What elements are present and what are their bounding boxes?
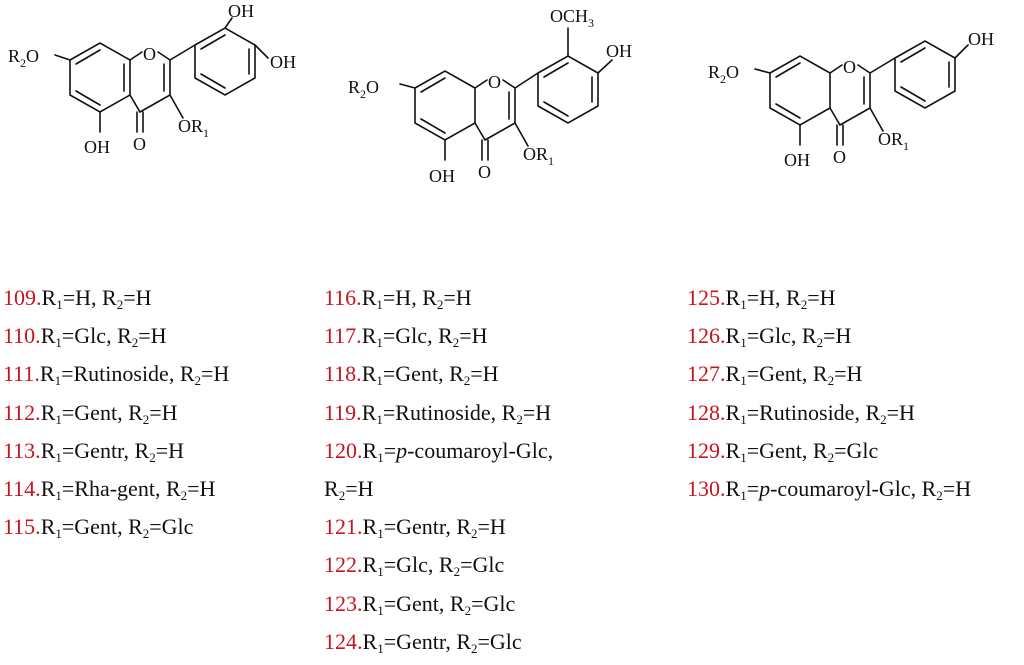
compound-entry: 112.R1=Gent, R2=H	[3, 398, 229, 436]
or1-label: OR1	[523, 144, 554, 168]
compound-entry: 128.R1=Rutinoside, R2=H	[687, 398, 971, 436]
compound-number: 113.	[3, 437, 41, 463]
compound-number: 130.	[687, 475, 726, 501]
r2o-label: R2O	[348, 77, 379, 101]
structure-1: OH OH O O OH R2O OR1	[0, 0, 330, 180]
methoxy-label: OCH3	[550, 6, 594, 30]
compound-substituents: R1=Gentr, R2=Glc	[362, 628, 522, 656]
compound-entry: 114.R1=Rha-gent, R2=H	[3, 474, 229, 512]
compound-number: 114.	[3, 475, 41, 501]
compound-number: 111.	[3, 361, 40, 387]
compound-substituents: R1=Rha-gent, R2=H	[40, 475, 216, 503]
compound-number: 129.	[687, 437, 726, 463]
oh-label: OH	[968, 29, 994, 49]
structure-2: OCH3 OH O O OH R2O OR1	[340, 0, 670, 200]
compound-entry: 120.R1=p-coumaroyl-Glc,	[324, 436, 553, 474]
compound-number: 125.	[687, 285, 726, 310]
compound-substituents: R1=Glc, R2=H	[725, 323, 852, 351]
compound-substituents: R1=Rutinoside, R2=H	[361, 399, 552, 427]
compound-entry-continuation: R2=H	[324, 474, 553, 512]
structure-3: OH O O OH R2O OR1	[700, 0, 1020, 185]
compound-number: 128.	[687, 399, 726, 425]
compound-number: 118.	[324, 361, 362, 387]
ring-oxygen-label: O	[143, 44, 156, 64]
compound-number: 119.	[324, 399, 362, 425]
r2o-label: R2O	[708, 62, 739, 86]
oh-label: OH	[784, 150, 810, 170]
compound-entry: 119.R1=Rutinoside, R2=H	[324, 398, 553, 436]
compound-substituents: R1=H, R2=H	[725, 285, 836, 312]
compound-entry: 117.R1=Glc, R2=H	[324, 321, 553, 359]
compound-entry: 116.R1=H, R2=H	[324, 283, 553, 321]
compound-entry: 121.R1=Gentr, R2=H	[324, 512, 553, 550]
compound-number: 110.	[3, 323, 41, 349]
compound-number: 116.	[324, 285, 362, 310]
compound-entry: 109.R1=H, R2=H	[3, 283, 229, 321]
compound-substituents: R1=Glc, R2=H	[40, 323, 167, 351]
compound-entry: 122.R1=Glc, R2=Glc	[324, 550, 553, 588]
compound-entry: 110.R1=Glc, R2=H	[3, 321, 229, 359]
compound-entry: 126.R1=Glc, R2=H	[687, 321, 971, 359]
compound-entry: 130.R1=p-coumaroyl-Glc, R2=H	[687, 474, 971, 512]
compound-substituents: R1=Gent, R2=Glc	[725, 437, 879, 465]
compound-entry: 118.R1=Gent, R2=H	[324, 359, 553, 397]
compound-substituents: R1=Gentr, R2=H	[40, 437, 184, 465]
compound-entry: 124.R1=Gentr, R2=Glc	[324, 627, 553, 665]
compound-substituents: R2=H	[324, 475, 374, 503]
compound-substituents: R1=H, R2=H	[41, 285, 152, 312]
oh-label: OH	[429, 166, 455, 186]
compound-substituents: R1=Gent, R2=H	[725, 361, 863, 389]
compound-entry: 113.R1=Gentr, R2=H	[3, 436, 229, 474]
compound-substituents: R1=Rutinoside, R2=H	[725, 399, 915, 427]
compound-number: 112.	[3, 399, 41, 425]
compound-number: 120.	[324, 437, 363, 463]
compound-number: 127.	[687, 361, 726, 387]
compound-entry: 115.R1=Gent, R2=Glc	[3, 512, 229, 550]
compound-number: 115.	[3, 514, 41, 540]
compound-substituents: R1=Gent, R2=H	[40, 399, 178, 427]
compound-substituents: R1=Gent, R2=Glc	[40, 514, 194, 542]
compound-number: 122.	[324, 552, 363, 578]
compound-entry: 111.R1=Rutinoside, R2=H	[3, 359, 229, 397]
compound-number: 124.	[324, 628, 363, 654]
compound-substituents: R1=Gent, R2=Glc	[362, 590, 516, 618]
compound-substituents: R1=p-coumaroyl-Glc, R2=H	[725, 475, 972, 503]
or1-label: OR1	[878, 129, 909, 153]
compound-substituents: R1=H, R2=H	[361, 285, 472, 312]
compound-number: 109.	[3, 285, 42, 310]
compound-entry: 125.R1=H, R2=H	[687, 283, 971, 321]
oh-label: OH	[606, 41, 632, 61]
ring-oxygen-label: O	[488, 72, 501, 92]
compound-number: 126.	[687, 323, 726, 349]
or1-label: OR1	[178, 116, 209, 140]
r2o-label: R2O	[8, 46, 39, 70]
compound-substituents: R1=Glc, R2=Glc	[362, 552, 505, 580]
oh-label: OH	[270, 52, 296, 72]
compound-substituents: R1=Gent, R2=H	[361, 361, 499, 389]
compound-entry: 123.R1=Gent, R2=Glc	[324, 589, 553, 627]
compound-substituents: R1=Rutinoside, R2=H	[39, 361, 230, 389]
compound-number: 121.	[324, 514, 363, 540]
compound-substituents: R1=p-coumaroyl-Glc,	[362, 437, 554, 465]
compound-substituents: R1=Glc, R2=H	[361, 323, 488, 351]
keto-oxygen-label: O	[833, 147, 846, 167]
compound-substituents: R1=Gentr, R2=H	[362, 514, 506, 542]
oh-label: OH	[84, 137, 110, 157]
compound-entry: 127.R1=Gent, R2=H	[687, 359, 971, 397]
keto-oxygen-label: O	[133, 134, 146, 154]
compound-number: 117.	[324, 323, 362, 349]
compound-number: 123.	[324, 590, 363, 616]
compound-entry: 129.R1=Gent, R2=Glc	[687, 436, 971, 474]
oh-label: OH	[228, 1, 254, 21]
ring-oxygen-label: O	[843, 57, 856, 77]
keto-oxygen-label: O	[478, 162, 491, 182]
